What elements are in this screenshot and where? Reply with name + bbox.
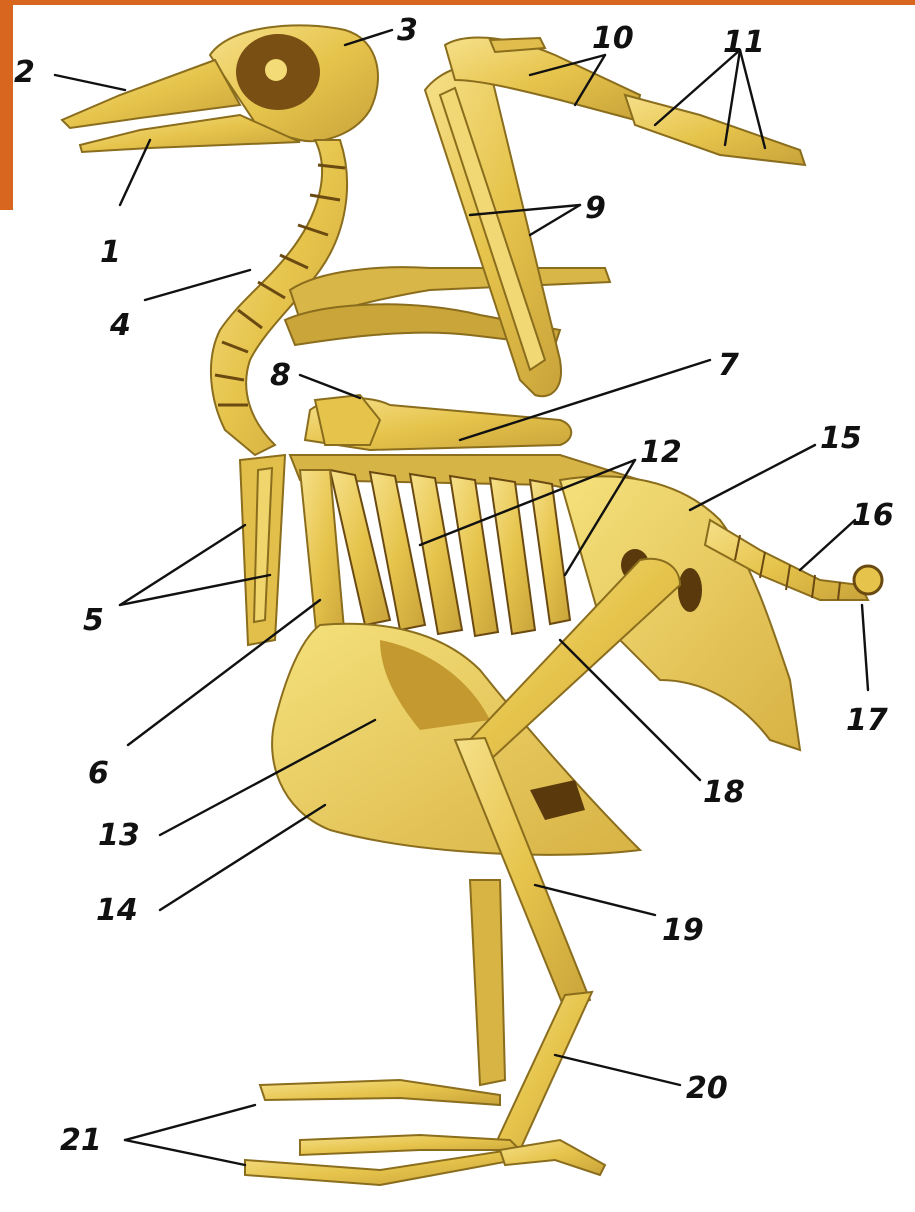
callout-14: 14 [96,893,138,928]
leader-17 [862,605,868,690]
leader-4 [145,270,250,300]
tarsometatarsus-20 [495,992,592,1150]
leader-7 [460,360,710,440]
skull [62,25,378,152]
callout-3: 3 [397,13,418,48]
leader-20 [555,1055,680,1085]
near-wing [425,38,805,397]
callout-18: 18 [703,775,745,810]
callout-15: 15 [820,421,862,456]
toes [245,1080,605,1185]
callout-1: 1 [100,235,121,270]
leader-16 [800,520,855,570]
callout-5: 5 [83,603,104,638]
leader-8 [300,375,360,398]
callout-6: 6 [88,756,109,791]
leader-21b [125,1140,245,1165]
leader-2 [55,75,125,90]
upper-beak [62,60,240,128]
callout-7: 7 [718,348,739,383]
far-wing [285,267,610,345]
callout-16: 16 [852,498,894,533]
callout-9: 9 [585,191,606,226]
callout-20: 20 [686,1071,728,1106]
pygostyle-17 [854,566,882,594]
hand-11 [625,95,805,165]
callout-4: 4 [109,308,131,343]
callout-12: 12 [640,435,682,470]
leader-15 [690,445,815,510]
eye-ring [265,59,287,81]
callout-17: 17 [846,703,888,738]
callout-11: 11 [723,25,765,60]
callout-13: 13 [98,818,140,853]
callout-19: 19 [662,913,704,948]
callout-8: 8 [270,358,291,393]
callout-10: 10 [592,21,634,56]
callout-21: 21 [60,1123,102,1158]
callout-2: 2 [14,55,35,90]
leader-21a [125,1105,255,1140]
